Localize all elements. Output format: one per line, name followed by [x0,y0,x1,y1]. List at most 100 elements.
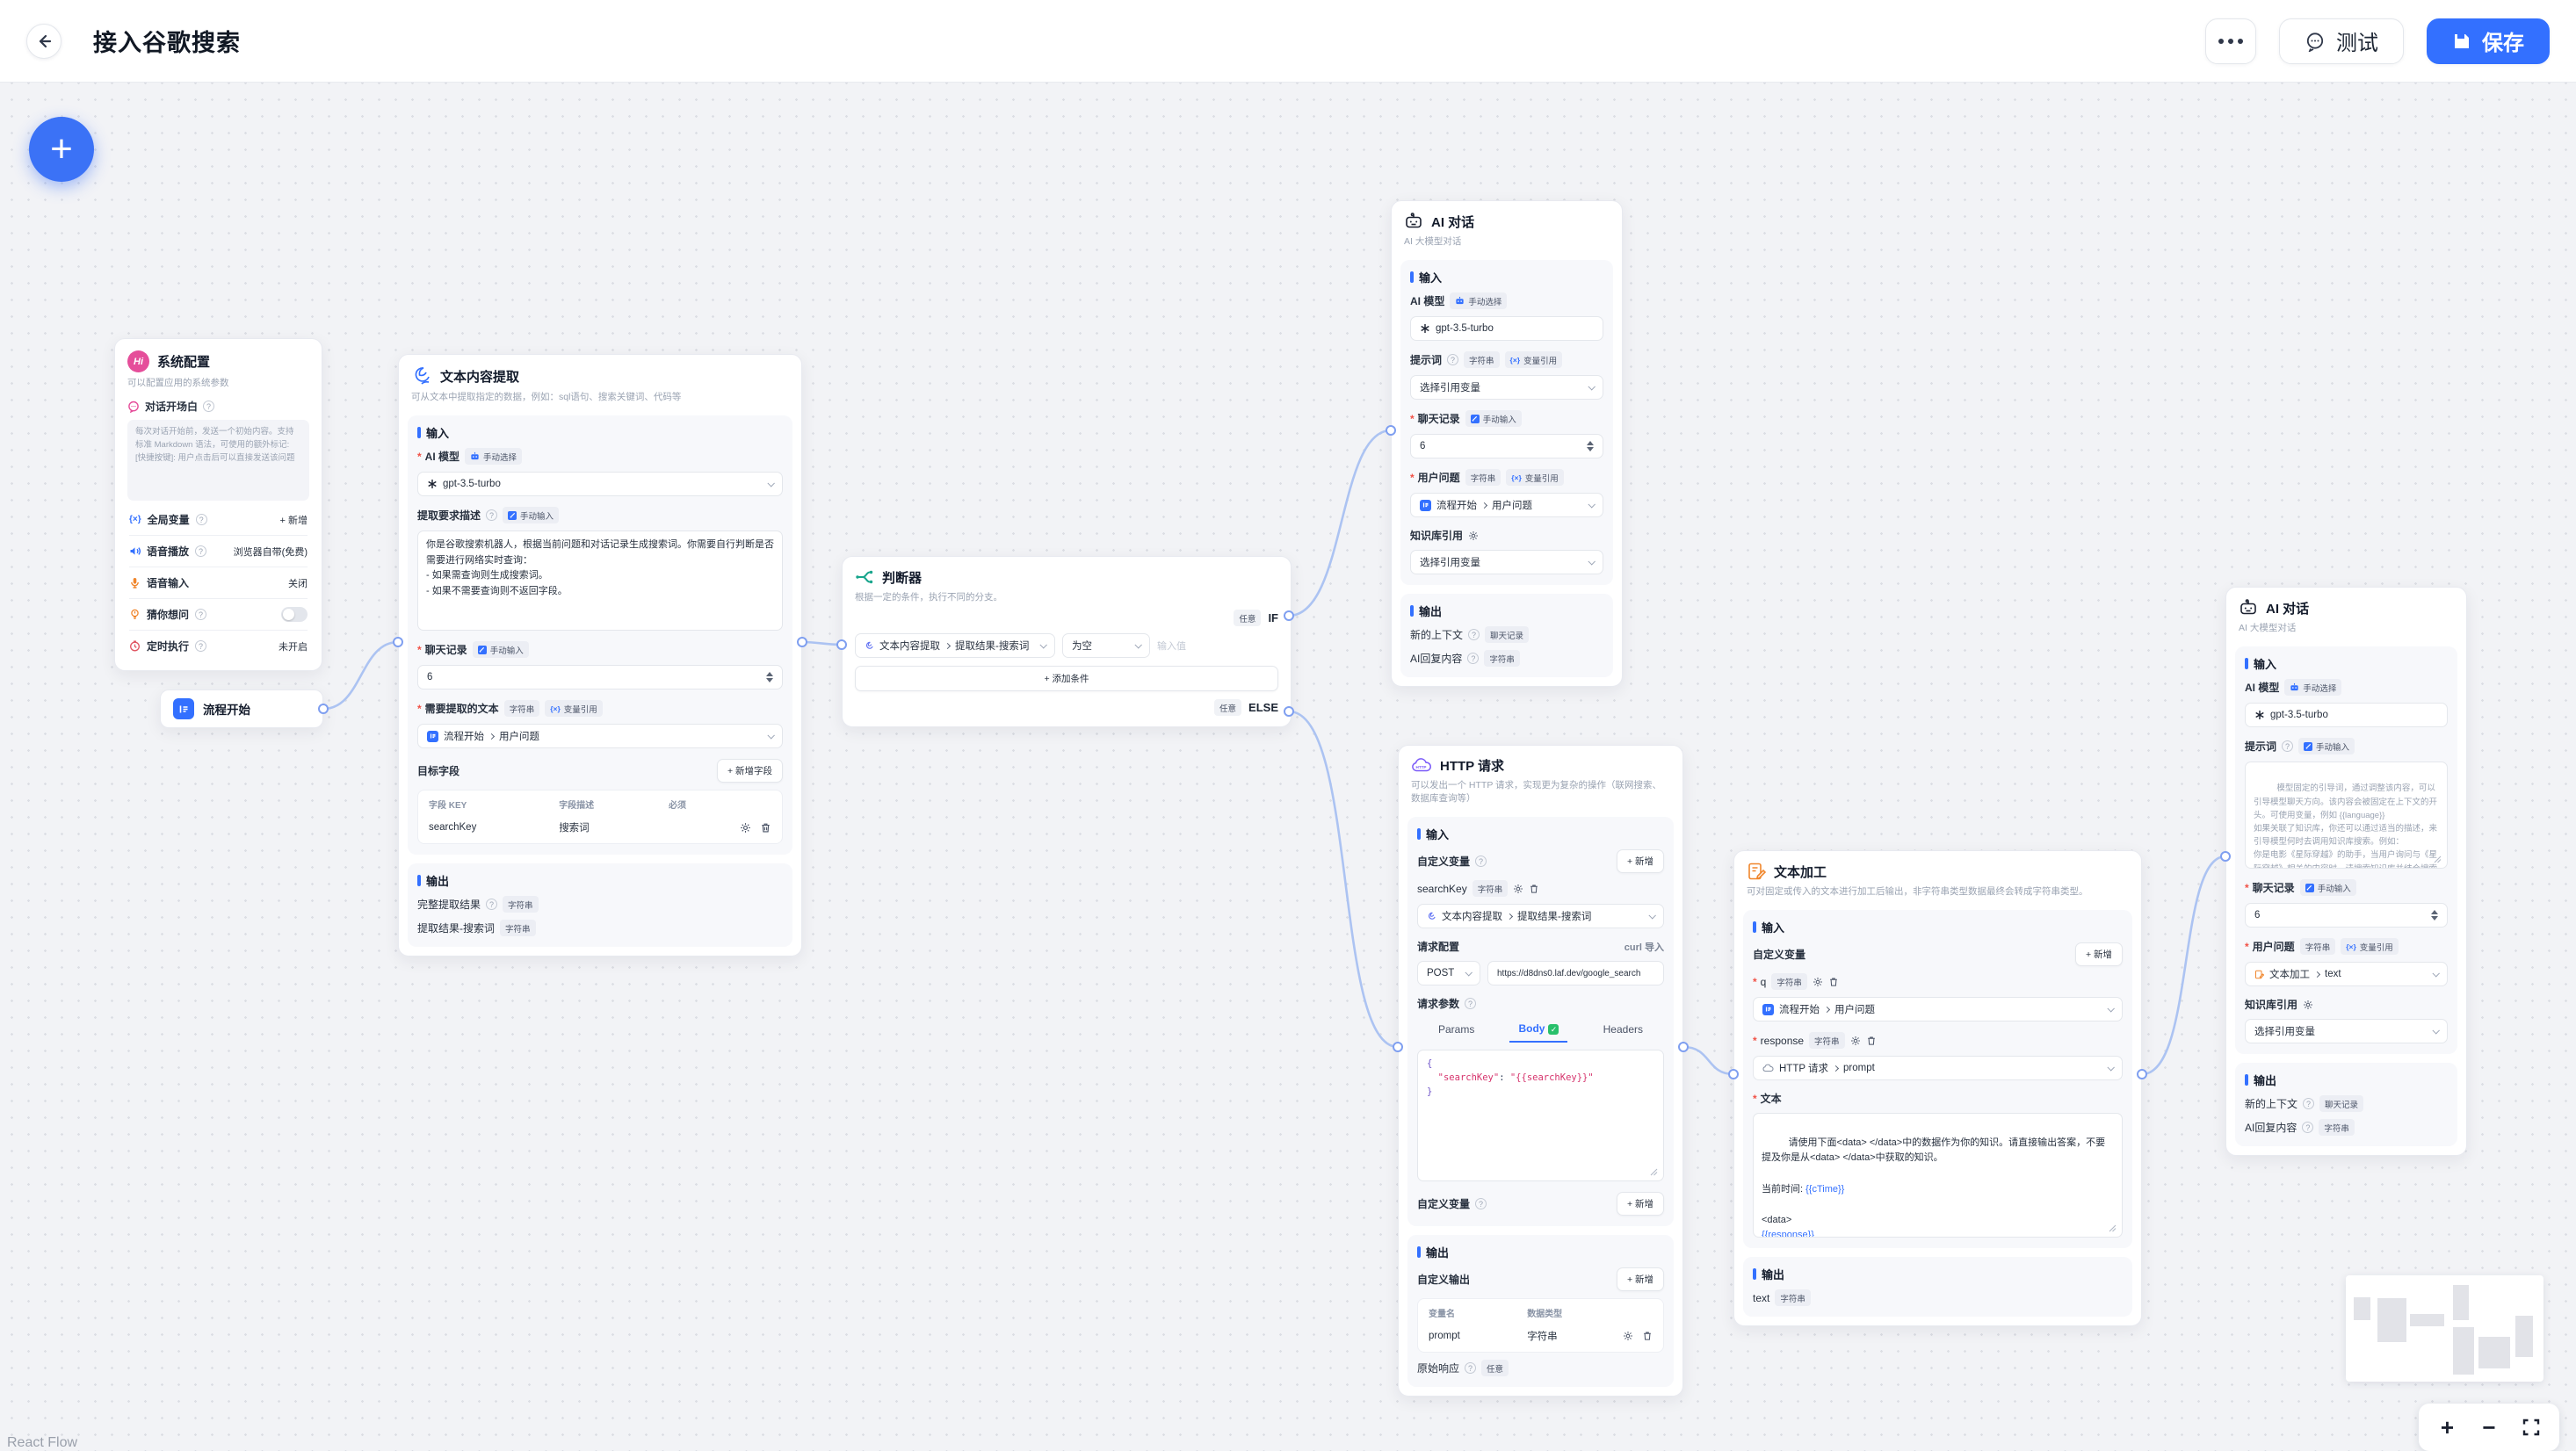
kb-select[interactable]: 选择引用变量 [1410,550,1603,575]
question-select[interactable]: 流程开始用户问题 [1410,493,1603,518]
node-ai-chat-top[interactable]: AI 对话 AI 大模型对话 输入 AI 模型 手动选择 gpt-3.5-tur… [1391,200,1623,688]
zoom-in-button[interactable]: + [2440,1413,2455,1440]
flow-start-icon [173,698,194,719]
global-variables-row[interactable]: {×} 全局变量? + 新增 [129,514,308,527]
manual-select-badge: 手动选择 [465,448,523,466]
node-title: 流程开始 [203,704,250,717]
delete-icon[interactable] [1828,977,1839,987]
node-http-request[interactable]: HTTP HTTP 请求 可以发出一个 HTTP 请求，实现更为复杂的操作（联网… [1398,745,1683,1397]
tab-params[interactable]: Params [1438,1023,1475,1036]
settings-icon[interactable] [1850,1036,1861,1046]
node-condition[interactable]: 判断器 根据一定的条件，执行不同的分支。 任意 IF 文本内容提取提取结果-搜索… [842,556,1292,727]
request-tabs: Params Body✓ Headers [1417,1018,1664,1043]
guess-ask-row[interactable]: 猜你想问? [127,599,309,630]
curl-import-button[interactable]: curl 导入 [1624,942,1664,953]
save-button[interactable]: 保存 [2427,18,2550,64]
minimap[interactable] [2346,1275,2543,1382]
node-flow-start[interactable]: 流程开始 [160,689,323,728]
number-stepper[interactable] [1587,441,1594,452]
minimap-node [2377,1298,2406,1342]
delete-icon[interactable] [1642,1331,1653,1341]
resize-handle-icon[interactable] [1650,1168,1658,1176]
history-label: 聊天记录 [2252,882,2295,895]
variable-source-select[interactable]: 文本内容提取提取结果-搜索词 [1417,904,1664,929]
more-button[interactable] [2205,18,2256,64]
back-button[interactable] [26,23,62,59]
reactflow-attribution[interactable]: React Flow [7,1435,78,1450]
q-source-select[interactable]: 流程开始用户问题 [1753,997,2123,1022]
openai-icon [2255,711,2264,720]
model-select[interactable]: gpt-3.5-turbo [417,472,783,497]
settings-icon[interactable] [1813,977,1823,987]
help-icon: ? [203,401,215,413]
settings-icon[interactable] [2303,1000,2313,1010]
prompt-variable-select[interactable]: 选择引用变量 [1410,375,1603,401]
node-ai-chat-right[interactable]: AI 对话 AI 大模型对话 输入 AI 模型 手动选择 gpt-3.5-tur… [2225,587,2467,1157]
settings-icon[interactable] [1623,1331,1633,1341]
body-code-editor[interactable]: { "searchKey": "{{searchKey}}" } [1417,1050,1664,1182]
settings-icon[interactable] [1468,531,1479,541]
kb-select[interactable]: 选择引用变量 [2245,1019,2448,1044]
node-system-config[interactable]: Hi 系统配置 可以配置应用的系统参数 对话开场白 ? 每次对话开始前，发送一个… [114,338,322,672]
variable-name: q [1760,975,1767,988]
prompt-textarea[interactable]: 模型固定的引导词，通过调整该内容，可以引导模型聊天方向。该内容会被固定在上下文的… [2245,762,2448,870]
resize-handle-icon[interactable] [2109,1224,2117,1232]
opening-textarea[interactable]: 每次对话开始前，发送一个初始内容。支持标准 Markdown 语法，可使用的额外… [127,420,309,502]
delete-icon[interactable] [760,822,771,834]
number-stepper[interactable] [2431,910,2438,921]
node-text-extract[interactable]: 文本内容提取 可从文本中提取指定的数据，例如：sql语句、搜索关键词、代码等 输… [398,354,802,957]
history-count-input[interactable]: 6 [1410,434,1603,459]
minimap-node [2453,1285,2469,1320]
chevron-down-icon [1588,558,1596,566]
test-button[interactable]: 测试 [2279,18,2404,64]
source-select[interactable]: 流程开始用户问题 [417,724,783,749]
history-count-input[interactable]: 6 [2245,903,2448,928]
settings-icon[interactable] [740,822,751,834]
save-icon [2455,33,2469,48]
add-variable-button[interactable]: + 新增 [2074,942,2123,967]
node-subtitle: 可从文本中提取指定的数据，例如：sql语句、搜索关键词、代码等 [411,392,682,402]
guess-ask-toggle[interactable] [281,607,308,623]
add-field-button[interactable]: + 新增字段 [716,759,783,783]
resize-handle-icon[interactable] [2434,855,2442,863]
add-condition-button[interactable]: + 添加条件 [855,666,1278,692]
tts-row[interactable]: 语音播放? 浏览器自带(免费) [127,536,309,567]
number-stepper[interactable] [766,672,773,683]
add-output-button[interactable]: + 新增 [1616,1267,1664,1292]
schedule-row[interactable]: 定时执行? 未开启 [127,631,309,661]
node-title: HTTP 请求 [1440,759,1505,774]
method-select[interactable]: POST [1417,961,1480,986]
text-template-editor[interactable]: 请使用下面<data> </data>中的数据作为你的知识。请直接输出答案，不要… [1753,1113,2123,1238]
add-variable-button[interactable]: + 新增 [1616,849,1664,874]
output-reply-label: AI回复内容 [2245,1122,2297,1135]
edge-judge-else-http [1288,710,1399,1049]
add-variable-button[interactable]: + 新增 [279,515,308,526]
field-row[interactable]: searchKey 搜索词 [418,812,782,843]
add-variable-button[interactable]: + 新增 [1616,1192,1664,1216]
voice-input-row[interactable]: 语音输入 关闭 [127,567,309,598]
condition-operator-select[interactable]: 为空 [1062,633,1150,659]
model-select[interactable]: gpt-3.5-turbo [2245,703,2448,728]
kb-label: 知识库引用 [2245,999,2298,1012]
history-count-input[interactable]: 6 [417,665,783,690]
condition-value-input[interactable]: 输入值 [1157,641,1186,653]
delete-icon[interactable] [1866,1036,1877,1046]
add-node-button[interactable]: + [29,117,94,182]
output-searchkey-label: 提取结果-搜索词 [417,922,495,935]
desc-textarea[interactable]: 你是谷歌搜索机器人，根据当前问题和对话记录生成搜索词。你需要自行判断是否需要进行… [417,531,783,632]
settings-icon[interactable] [1513,884,1523,894]
delete-icon[interactable] [1529,884,1539,894]
tab-body[interactable]: Body✓ [1509,1018,1568,1043]
zoom-out-button[interactable]: − [2482,1413,2496,1440]
node-text-process[interactable]: 文本加工 可对固定或传入的文本进行加工后输出，非字符串类型数据最终会转成字符串类… [1733,850,2142,1327]
output-row[interactable]: prompt 字符串 [1418,1321,1663,1352]
speaker-icon [130,547,141,556]
model-select[interactable]: gpt-3.5-turbo [1410,316,1603,342]
tab-headers[interactable]: Headers [1603,1023,1643,1036]
fit-view-button[interactable] [2518,1414,2544,1440]
url-input[interactable]: https://d8dns0.laf.dev/google_search [1487,961,1664,986]
condition-variable-select[interactable]: 文本内容提取提取结果-搜索词 [855,633,1055,659]
